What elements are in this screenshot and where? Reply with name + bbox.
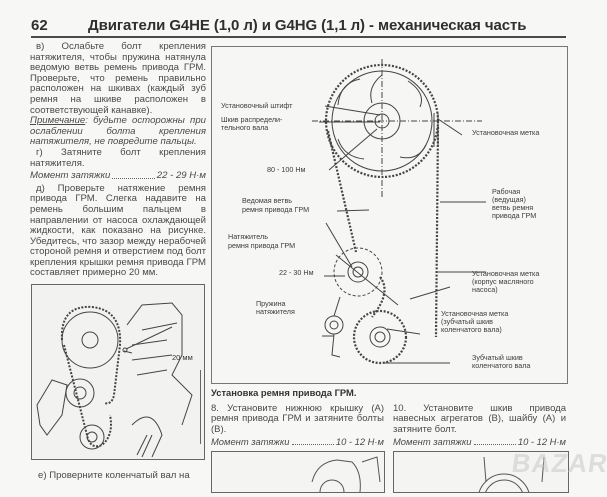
torque-spec: Момент затяжки 22 - 29 Н·м: [30, 171, 206, 182]
page-header: 62 Двигатели G4HE (1,0 л) и G4HG (1,1 л)…: [31, 16, 566, 38]
label-torque-tensioner: 22 - 30 Нм: [279, 268, 314, 277]
torque-label: Момент затяжки: [211, 436, 290, 448]
label-mark-crank-3: коленчатого вала): [441, 325, 502, 334]
label-mark-crank-2: (зубчатый шкив: [441, 317, 493, 326]
label-mark-pump-3: насоса): [472, 285, 498, 294]
torque-label: Момент затяжки: [393, 436, 472, 448]
step-g-text: г) Затяните болт крепления натяжителя.: [30, 146, 206, 169]
dot-leader: [473, 437, 516, 445]
label-drive-side-1: Рабочая: [492, 187, 521, 196]
torque-value: 10 - 12 Н·м: [335, 436, 384, 448]
step-v-text: в) Ослабьте болт крепления натяжителя, ч…: [30, 41, 206, 116]
label-tensioner-1: Натяжитель: [228, 232, 268, 241]
note: Примечание: будьте осторожны при ослабле…: [30, 115, 206, 148]
label-slack-side-1: Ведомая ветвь: [242, 196, 293, 205]
timing-belt-illustration: [312, 59, 486, 365]
step-8-text: 8. Установите нижнюю крышку (А) ремня пр…: [211, 403, 384, 435]
page-title: Двигатели G4HE (1,0 л) и G4HG (1,1 л) - …: [88, 17, 527, 34]
dot-leader: [291, 437, 334, 445]
label-torque-cam: 80 - 100 Нм: [267, 165, 306, 174]
label-slack-side-2: ремня привода ГРМ: [242, 205, 310, 214]
torque-value: 22 - 29 Н·м: [156, 170, 206, 182]
note-text: : будьте осторожны при ослаблении болта …: [30, 115, 206, 148]
left-text-column: в) Ослабьте болт крепления натяжителя, ч…: [30, 41, 206, 279]
label-cam-pulley-2: тельного вала: [221, 123, 269, 132]
watermark: BAZAR: [509, 448, 607, 478]
step-e-partial: е) Проверните коленчатый вал на: [38, 470, 190, 481]
label-mark-pump-2: (корпус масляного: [472, 277, 534, 286]
label-tensioner-2: ремня привода ГРМ: [228, 241, 296, 250]
label-crank-pulley-1: Зубчатый шкив: [472, 353, 523, 362]
label-drive-side-4: привода ГРМ: [492, 211, 537, 220]
label-crank-pulley-2: коленчатого вала: [472, 361, 531, 370]
label-spring-1: Пружина: [256, 299, 286, 308]
step-10: 10. Установите шкив привода навесных агр…: [393, 403, 566, 450]
label-drive-side-2: (ведущая): [492, 195, 526, 204]
gap-label: 20 мм: [172, 353, 193, 362]
page-number: 62: [31, 17, 48, 34]
step-8: 8. Установите нижнюю крышку (А) ремня пр…: [211, 403, 384, 450]
step-8-torque: Момент затяжки 10 - 12 Н·м: [211, 436, 384, 448]
label-spring-2: натяжителя: [256, 307, 295, 316]
step-10-text: 10. Установите шкив привода навесных агр…: [393, 403, 566, 435]
torque-label: Момент затяжки: [30, 170, 111, 182]
label-mark-crank-1: Установочная метка: [441, 309, 509, 318]
step-10-torque: Момент затяжки 10 - 12 Н·м: [393, 436, 566, 448]
label-pin: Установочный штифт: [221, 101, 293, 110]
label-mark-pump-1: Установочная метка: [472, 269, 540, 278]
engine-belt-illustration: 20 мм: [36, 302, 193, 458]
step-8-figure: [211, 451, 385, 497]
belt-tension-figure: 20 мм: [31, 284, 205, 460]
label-timing-mark: Установочная метка: [472, 128, 540, 137]
lower-cover-illustration: [311, 456, 381, 497]
label-cam-pulley-1: Шкив распредели-: [221, 115, 283, 124]
note-label: Примечание: [30, 115, 86, 127]
label-drive-side-3: ветвь ремня: [492, 203, 534, 212]
step-d-text: д) Проверьте натяжение ремня привода ГРМ…: [30, 182, 206, 279]
dot-leader: [112, 171, 155, 179]
divider: [200, 370, 201, 444]
diagram-caption: Установка ремня привода ГРМ.: [211, 387, 357, 398]
torque-value: 10 - 12 Н·м: [517, 436, 566, 448]
timing-belt-diagram: Установочный штифт Шкив распредели- тель…: [211, 46, 568, 384]
